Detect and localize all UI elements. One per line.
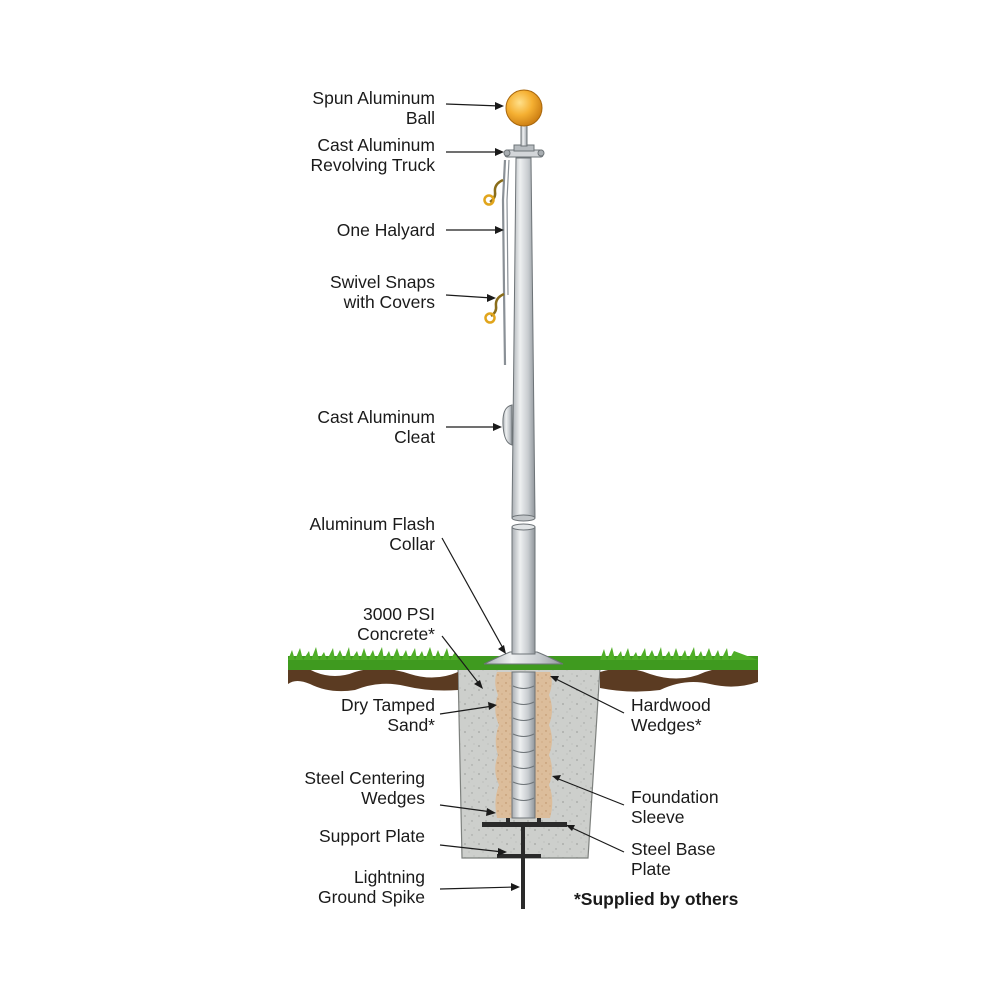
spun-ball xyxy=(505,89,543,127)
cleat xyxy=(502,404,513,446)
leader-lines xyxy=(439,103,625,890)
pole-lower xyxy=(511,523,536,655)
ground-spike xyxy=(521,827,525,909)
footnote-supplied-by-others: *Supplied by others xyxy=(574,889,739,909)
base-plates xyxy=(482,818,567,858)
revolving-truck xyxy=(503,124,545,158)
label-support-plate: Support Plate xyxy=(318,826,425,846)
swivel-snap-lower xyxy=(484,292,505,324)
sand-fill xyxy=(495,672,553,818)
arrowheads xyxy=(474,102,575,891)
label-halyard: One Halyard xyxy=(336,220,435,240)
swivel-snap-upper xyxy=(483,178,504,206)
pole-upper xyxy=(511,157,536,522)
foundation-sleeve xyxy=(511,671,536,819)
halyard xyxy=(501,159,507,366)
flash-collar xyxy=(483,651,564,665)
